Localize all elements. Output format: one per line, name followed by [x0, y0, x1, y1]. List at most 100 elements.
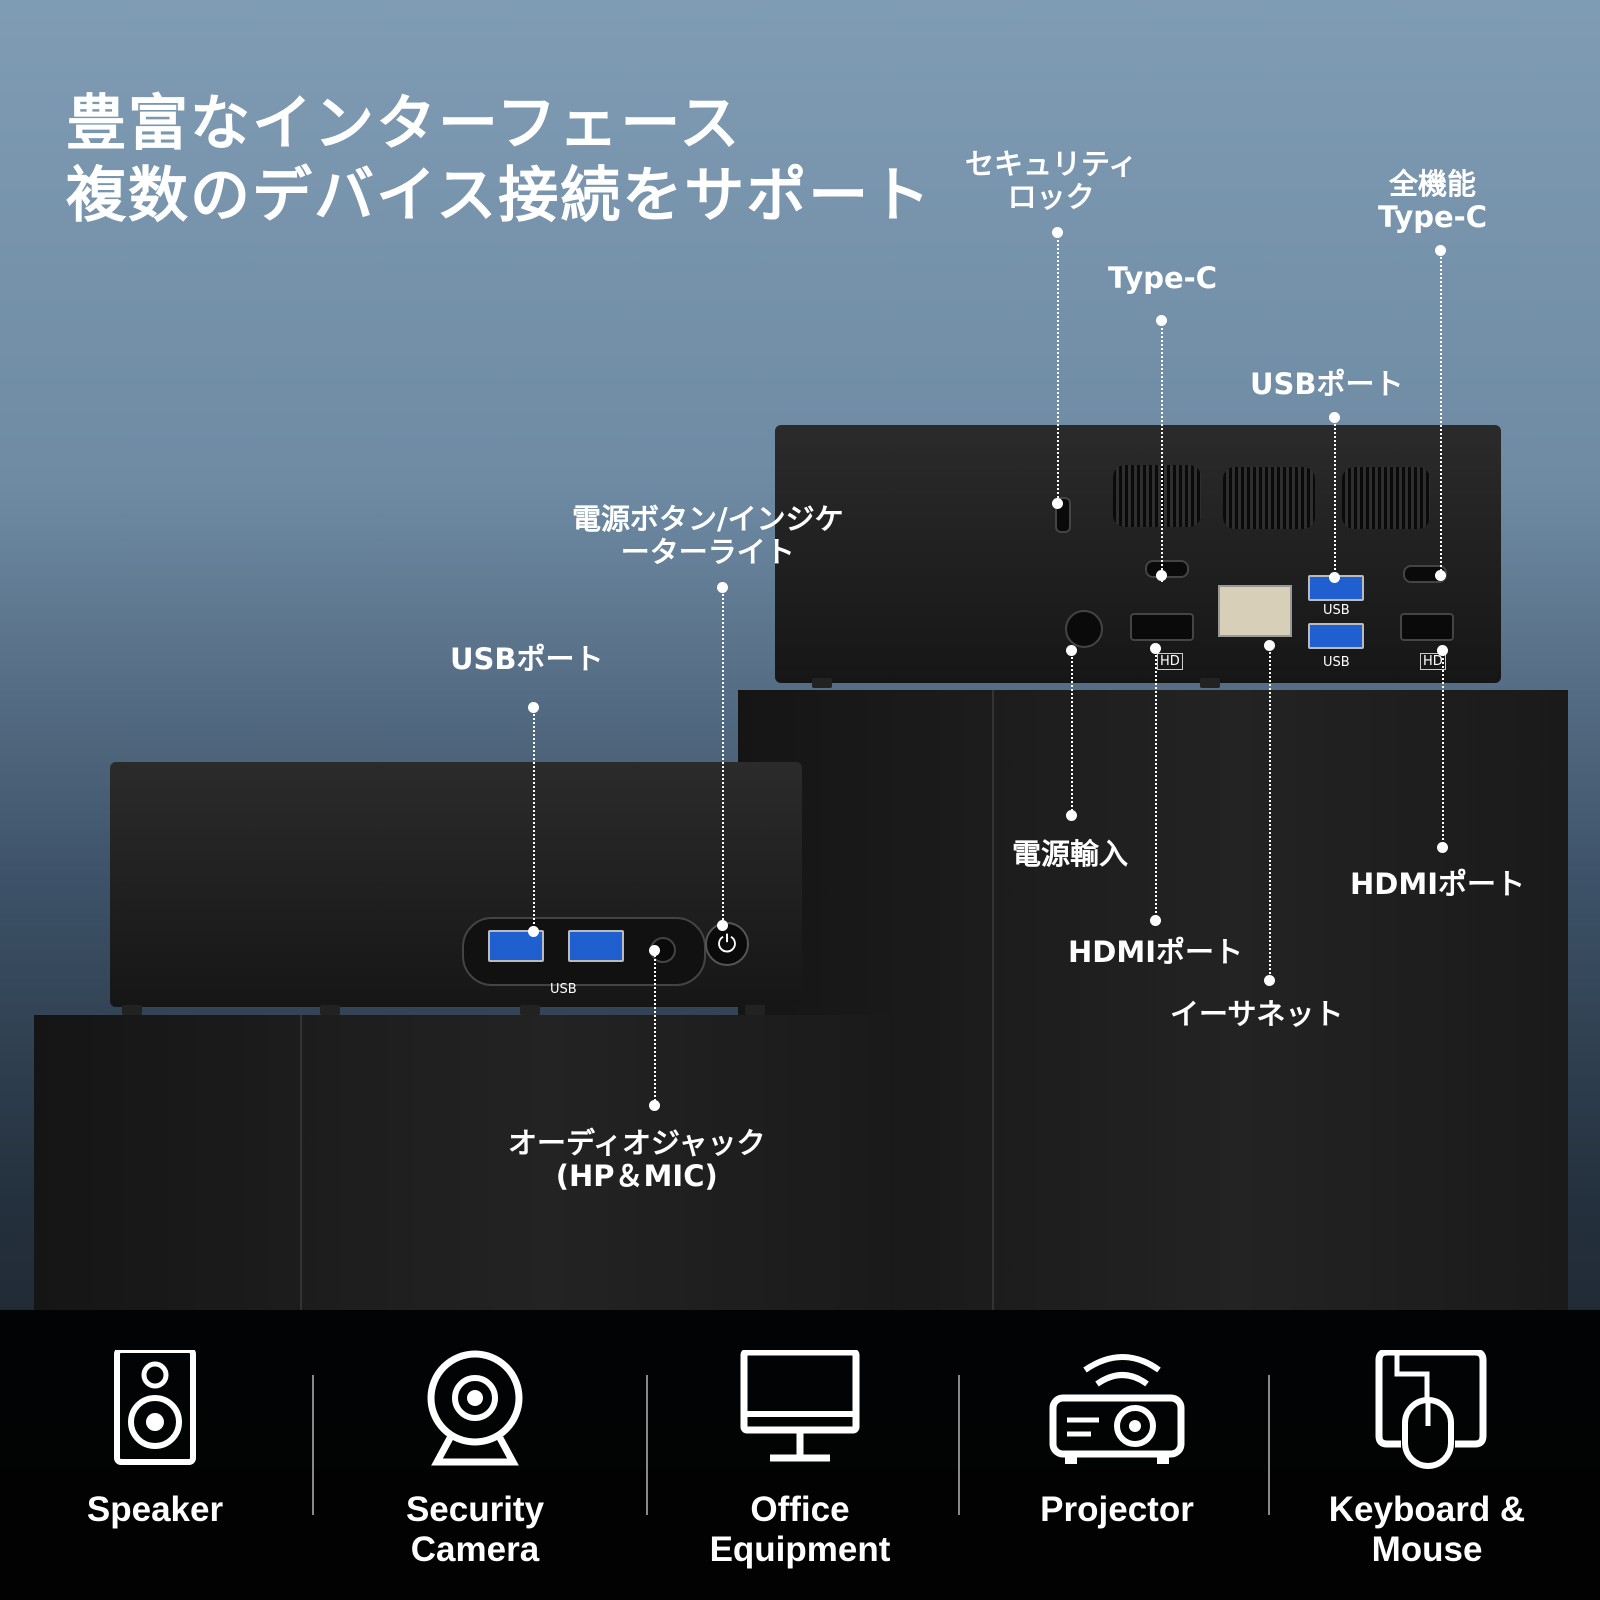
- front-foot: [122, 1005, 142, 1015]
- leader-line: [1334, 417, 1336, 577]
- callout-hdmi-port-mid: HDMIポート: [1068, 935, 1243, 969]
- rear-foot: [812, 678, 832, 688]
- front-usb-mark: USB: [550, 982, 577, 997]
- callout-full-type-c: 全機能 Type-C: [1378, 168, 1487, 234]
- leader-dot: [1052, 498, 1063, 509]
- feature-label: Office Equipment: [650, 1490, 950, 1570]
- compatible-devices-bar: Speaker Security Camera Office Equipment: [0, 1310, 1600, 1600]
- rear-pedestal-edge: [992, 690, 994, 1310]
- front-usb-port-1: [488, 930, 544, 962]
- callout-full-type-c-line-2: Type-C: [1378, 200, 1487, 234]
- leader-line: [654, 950, 656, 1105]
- feature-divider: [312, 1375, 314, 1515]
- headline-line-1: 豊富なインターフェース: [66, 89, 742, 159]
- rear-usb-mark-2: USB: [1323, 655, 1350, 670]
- callout-security-lock: セキュリティ ロック: [965, 148, 1137, 214]
- feature-label-line-1: Speaker: [86, 1490, 224, 1529]
- leader-dot: [528, 702, 539, 713]
- hdmi-port-1: [1130, 613, 1194, 641]
- rear-usb-port-2: [1308, 623, 1364, 649]
- webcam-icon: [427, 1350, 523, 1466]
- leader-dot: [1264, 640, 1275, 651]
- callout-usb-port-front: USBポート: [450, 642, 604, 676]
- callout-ethernet: イーサネット: [1170, 997, 1344, 1031]
- projector-icon: [1049, 1354, 1185, 1464]
- leader-dot: [1435, 245, 1446, 256]
- ethernet-port: [1218, 585, 1292, 637]
- front-usb-port-2: [568, 930, 624, 962]
- leader-dot: [1437, 842, 1448, 853]
- leader-dot: [717, 920, 728, 931]
- feature-security-camera: Security Camera: [320, 1310, 630, 1600]
- leader-dot: [1150, 915, 1161, 926]
- callout-power-button: 電源ボタン/インジケ ーターライト: [572, 503, 844, 569]
- rear-usb-mark-1: USB: [1323, 603, 1350, 618]
- front-foot: [745, 1005, 765, 1015]
- callout-audio-jack-line-1: オーディオジャック: [508, 1126, 766, 1160]
- leader-line: [1161, 320, 1163, 582]
- callout-full-type-c-line-1: 全機能: [1388, 167, 1476, 201]
- feature-label: Keyboard & Mouse: [1272, 1490, 1582, 1570]
- callout-power-input: 電源輸入: [1012, 837, 1129, 871]
- keyboard-mouse-icon: [1375, 1350, 1487, 1469]
- callout-audio-jack-line-2: (HP＆MIC): [555, 1159, 718, 1193]
- headline-line-2: 複数のデバイス接続をサポート: [66, 161, 933, 231]
- feature-label-line-1: Security: [405, 1490, 545, 1529]
- vent-grille-1: [1113, 465, 1201, 527]
- hd-mark-1: HD: [1157, 653, 1183, 670]
- feature-divider: [958, 1375, 960, 1515]
- feature-label-line-2: Mouse: [1371, 1530, 1483, 1569]
- speaker-icon: [114, 1350, 196, 1465]
- callout-type-c: Type-C: [1108, 261, 1217, 295]
- leader-line: [1442, 650, 1444, 848]
- leader-dot: [1329, 412, 1340, 423]
- front-pedestal: [34, 1015, 890, 1310]
- feature-label: Projector: [962, 1490, 1272, 1530]
- feature-keyboard-mouse: Keyboard & Mouse: [1272, 1310, 1582, 1600]
- callout-hdmi-port-right: HDMIポート: [1350, 867, 1525, 901]
- leader-line: [1057, 232, 1059, 502]
- feature-label-line-1: Projector: [1040, 1490, 1194, 1529]
- feature-label-line-2: Equipment: [709, 1530, 891, 1569]
- leader-dot: [649, 945, 660, 956]
- vent-grille-3: [1342, 467, 1430, 529]
- leader-dot: [528, 926, 539, 937]
- callout-security-lock-line-1: セキュリティ: [965, 147, 1138, 181]
- leader-dot: [1150, 643, 1161, 654]
- leader-dot: [1156, 315, 1167, 326]
- type-c-port: [1145, 560, 1189, 578]
- feature-label-line-2: Camera: [410, 1530, 540, 1569]
- power-input-jack: [1065, 610, 1103, 648]
- headline: 豊富なインターフェース 複数のデバイス接続をサポート: [66, 88, 932, 232]
- feature-label-line-1: Keyboard &: [1328, 1490, 1526, 1529]
- leader-dot: [1329, 572, 1340, 583]
- front-foot: [320, 1005, 340, 1015]
- feature-office-equipment: Office Equipment: [650, 1310, 950, 1600]
- monitor-icon: [740, 1350, 860, 1462]
- leader-line: [1071, 650, 1073, 818]
- feature-speaker: Speaker: [0, 1310, 310, 1600]
- rear-mini-pc: HD USB USB HD: [775, 425, 1501, 683]
- feature-projector: Projector: [962, 1310, 1272, 1600]
- front-foot: [520, 1005, 540, 1015]
- leader-line: [1155, 648, 1157, 920]
- front-mini-pc: USB ⏻: [110, 762, 802, 1007]
- power-button: ⏻: [705, 922, 749, 966]
- leader-dot: [1156, 570, 1167, 581]
- callout-audio-jack: オーディオジャック (HP＆MIC): [508, 1127, 766, 1193]
- leader-line: [1269, 645, 1271, 981]
- leader-dot: [1066, 645, 1077, 656]
- leader-line: [722, 587, 724, 927]
- rear-foot: [1200, 678, 1220, 688]
- leader-dot: [1435, 570, 1446, 581]
- leader-dot: [649, 1100, 660, 1111]
- hd-mark-2: HD: [1420, 653, 1446, 670]
- leader-dot: [1264, 975, 1275, 986]
- callout-power-button-line-1: 電源ボタン/インジケ: [572, 502, 844, 536]
- hdmi-port-2: [1400, 613, 1454, 641]
- leader-line: [533, 707, 535, 932]
- leader-dot: [1052, 227, 1063, 238]
- front-pedestal-edge: [300, 1015, 302, 1310]
- feature-label-line-1: Office: [750, 1490, 850, 1529]
- leader-line: [1440, 250, 1442, 575]
